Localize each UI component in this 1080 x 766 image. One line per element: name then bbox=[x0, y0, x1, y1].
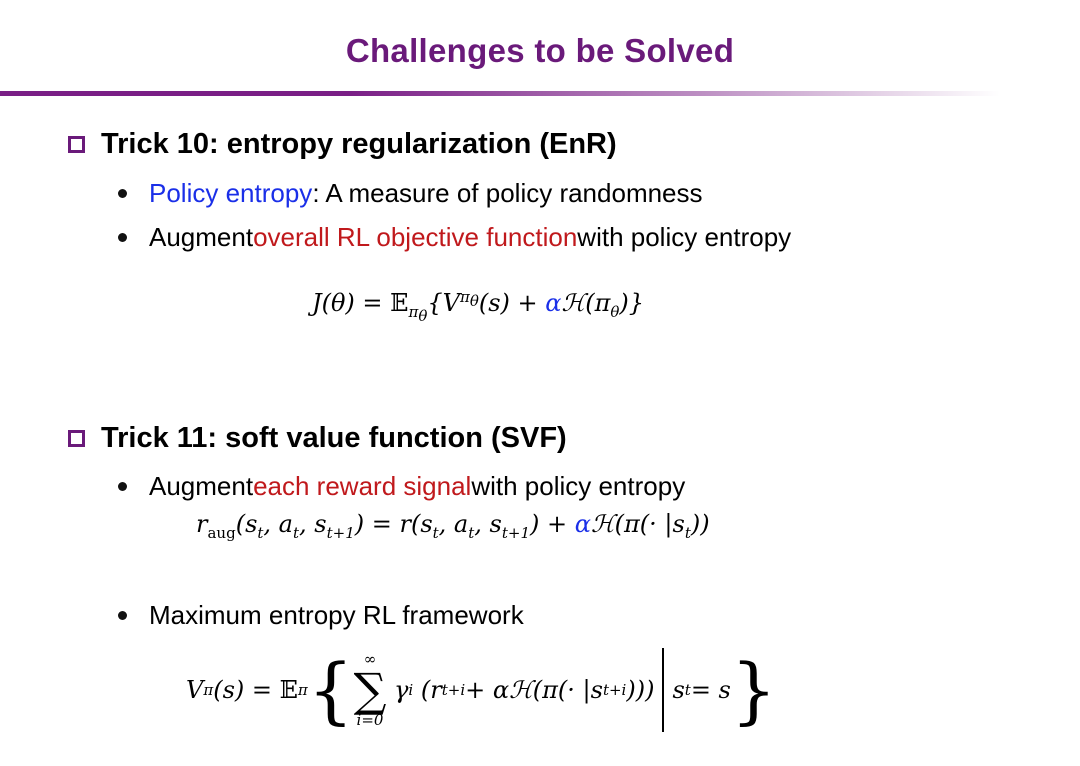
req-eq: ) = r(s bbox=[354, 510, 433, 538]
veq-gamma: γ bbox=[394, 676, 409, 704]
veq-gamma-sup: i bbox=[408, 681, 414, 699]
augment-reward-post: with policy entropy bbox=[471, 471, 686, 501]
req-s3-sub: t bbox=[432, 523, 439, 542]
veq-close: ))) bbox=[626, 676, 655, 704]
req-alpha: α bbox=[574, 510, 591, 538]
policy-entropy-desc: : A measure of policy randomness bbox=[312, 178, 703, 208]
veq-plus: + αℋ(π(· |s bbox=[465, 676, 603, 704]
eq-tail-sub: θ bbox=[610, 302, 620, 321]
bullet-augment-objective: Augment overall RL objective function wi… bbox=[118, 222, 791, 253]
reward-term: each reward signal bbox=[253, 471, 472, 501]
req-plus: ) + bbox=[530, 510, 575, 538]
policy-entropy-term: Policy entropy bbox=[149, 178, 313, 208]
eq-v-sup: π bbox=[459, 288, 470, 306]
slide-title: Challenges to be Solved bbox=[345, 32, 735, 69]
eq-v-supsub: θ bbox=[469, 292, 479, 310]
req-r: r bbox=[196, 510, 208, 538]
bullet-policy-entropy: Policy entropy: A measure of policy rand… bbox=[118, 178, 703, 209]
req-close: )) bbox=[690, 510, 710, 538]
sum-top: ∞ bbox=[363, 650, 377, 668]
trick-11-heading: Trick 11: soft value function (SVF) bbox=[68, 422, 567, 455]
bullet-dot-icon bbox=[118, 233, 127, 242]
req-s2-sub: t+1 bbox=[326, 523, 355, 542]
sum-bottom: i=0 bbox=[356, 711, 384, 729]
req-s-sub: t bbox=[257, 523, 264, 542]
right-brace-icon: } bbox=[730, 648, 777, 732]
req-tail-sub: t bbox=[684, 523, 691, 542]
veq-e-sub: π bbox=[297, 681, 308, 699]
veq-expectation: 𝔼 bbox=[279, 676, 298, 704]
req-s4-sub: t+1 bbox=[501, 523, 530, 542]
req-comma-s2: , s bbox=[474, 510, 502, 538]
max-entropy-text: Maximum entropy RL framework bbox=[149, 600, 524, 630]
summation: ∞ ∑ i=0 bbox=[354, 652, 387, 728]
title-rule bbox=[0, 91, 1000, 96]
veq-r-sub: t+i bbox=[441, 681, 466, 699]
req-r-sub: aug bbox=[207, 523, 236, 542]
eq-e-sub: π bbox=[408, 302, 419, 321]
req-a2-sub: t bbox=[468, 523, 475, 542]
eq-alpha: α bbox=[545, 289, 562, 317]
eq-close: )} bbox=[619, 289, 645, 317]
bullet-dot-icon bbox=[118, 611, 127, 620]
eq-lhs: J(θ) = bbox=[312, 289, 391, 317]
bullet-max-entropy: Maximum entropy RL framework bbox=[118, 600, 524, 631]
veq-lhs-rest: (s) = bbox=[213, 676, 272, 704]
reward-equation: raug(st, at, st+1) = r(st, at, st+1) + α… bbox=[196, 510, 710, 542]
veq-cond: s bbox=[672, 676, 685, 704]
veq-s-sub: t+i bbox=[602, 681, 627, 699]
eq-expectation: 𝔼 bbox=[390, 289, 409, 317]
veq-v-sup: π bbox=[203, 681, 214, 699]
augment-post: with policy entropy bbox=[577, 222, 792, 252]
veq-cond-rest: = s bbox=[690, 676, 731, 704]
square-bullet-icon bbox=[68, 136, 85, 153]
bullet-augment-reward: Augment each reward signal with policy e… bbox=[118, 471, 685, 502]
augment-reward-pre: Augment bbox=[149, 471, 254, 501]
eq-e-subsub: θ bbox=[418, 306, 428, 325]
eq-tail: ℋ(π bbox=[561, 289, 611, 317]
req-a-sub: t bbox=[293, 523, 300, 542]
eq-open: {V bbox=[427, 289, 460, 317]
veq-cond-sub: t bbox=[684, 681, 691, 699]
conditional-bar bbox=[662, 648, 665, 732]
req-args: (s bbox=[235, 510, 258, 538]
square-bullet-icon bbox=[68, 430, 85, 447]
req-comma-s: , s bbox=[299, 510, 327, 538]
bullet-dot-icon bbox=[118, 189, 127, 198]
veq-v: V bbox=[186, 676, 204, 704]
eq-mid: (s) + bbox=[478, 289, 546, 317]
sum-symbol: ∑ bbox=[353, 663, 387, 717]
req-comma-a2: , a bbox=[438, 510, 469, 538]
objective-term: overall RL objective function bbox=[253, 222, 578, 252]
trick-10-heading: Trick 10: entropy regularization (EnR) bbox=[68, 128, 617, 161]
objective-equation: J(θ) = 𝔼πθ{Vπθ(s) + αℋ(πθ)} bbox=[312, 288, 644, 325]
bullet-dot-icon bbox=[118, 482, 127, 491]
trick-11-heading-text: Trick 11: soft value function (SVF) bbox=[101, 422, 567, 454]
augment-pre: Augment bbox=[149, 222, 254, 252]
left-brace-icon: { bbox=[307, 648, 354, 732]
req-comma-a: , a bbox=[263, 510, 293, 538]
trick-10-heading-text: Trick 10: entropy regularization (EnR) bbox=[101, 128, 617, 160]
req-tail: ℋ(π(· |s bbox=[590, 510, 685, 538]
veq-r: (r bbox=[420, 676, 442, 704]
